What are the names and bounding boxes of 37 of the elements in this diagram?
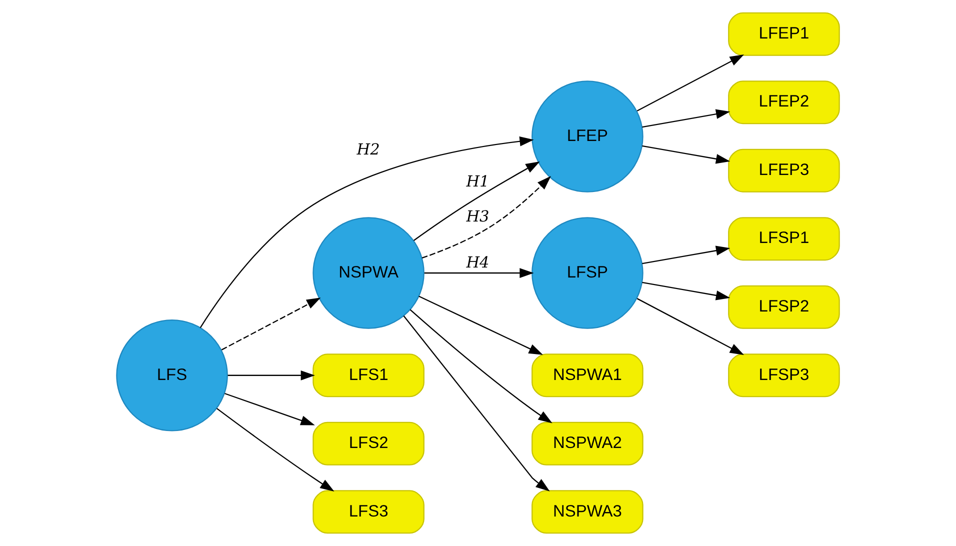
node-circle: LFS	[116, 319, 228, 432]
node-box: LFEP3	[728, 148, 840, 192]
arrow	[418, 296, 543, 355]
node-box: LFSP1	[728, 217, 840, 261]
edge-label: H3	[466, 208, 490, 226]
arrow	[403, 316, 550, 492]
arrow	[200, 136, 534, 328]
node-box: LFSP2	[728, 285, 840, 329]
node-box: LFEP2	[728, 80, 840, 124]
arrow	[413, 161, 540, 241]
node-circle: LFEP	[532, 80, 644, 192]
node-box: LFS1	[312, 354, 424, 398]
edge-label: H2	[356, 140, 380, 159]
node-box: NSPWA2	[532, 422, 644, 466]
edge-label: H4	[466, 254, 490, 272]
arrow	[642, 109, 730, 128]
node-circle: NSPWA	[312, 217, 424, 329]
node-box: LFSP3	[728, 354, 840, 398]
node-box: LFS3	[312, 490, 424, 534]
arrow	[410, 309, 552, 424]
arrow	[636, 54, 744, 112]
node-box: LFEP1	[728, 12, 840, 56]
arrow	[636, 298, 744, 355]
arrow	[224, 392, 315, 426]
node-box: LFS2	[312, 422, 424, 466]
arrow	[221, 298, 321, 350]
arrow	[642, 282, 730, 300]
arrow	[642, 145, 730, 164]
arrow	[216, 408, 334, 492]
arrow	[642, 246, 730, 264]
node-circle: LFSP	[532, 217, 644, 329]
node-box: NSPWA1	[532, 354, 644, 398]
arrow	[422, 176, 551, 259]
edge-label: H1	[466, 172, 490, 190]
arrow	[228, 370, 315, 380]
arrow	[424, 268, 534, 278]
node-box: NSPWA3	[532, 490, 644, 534]
